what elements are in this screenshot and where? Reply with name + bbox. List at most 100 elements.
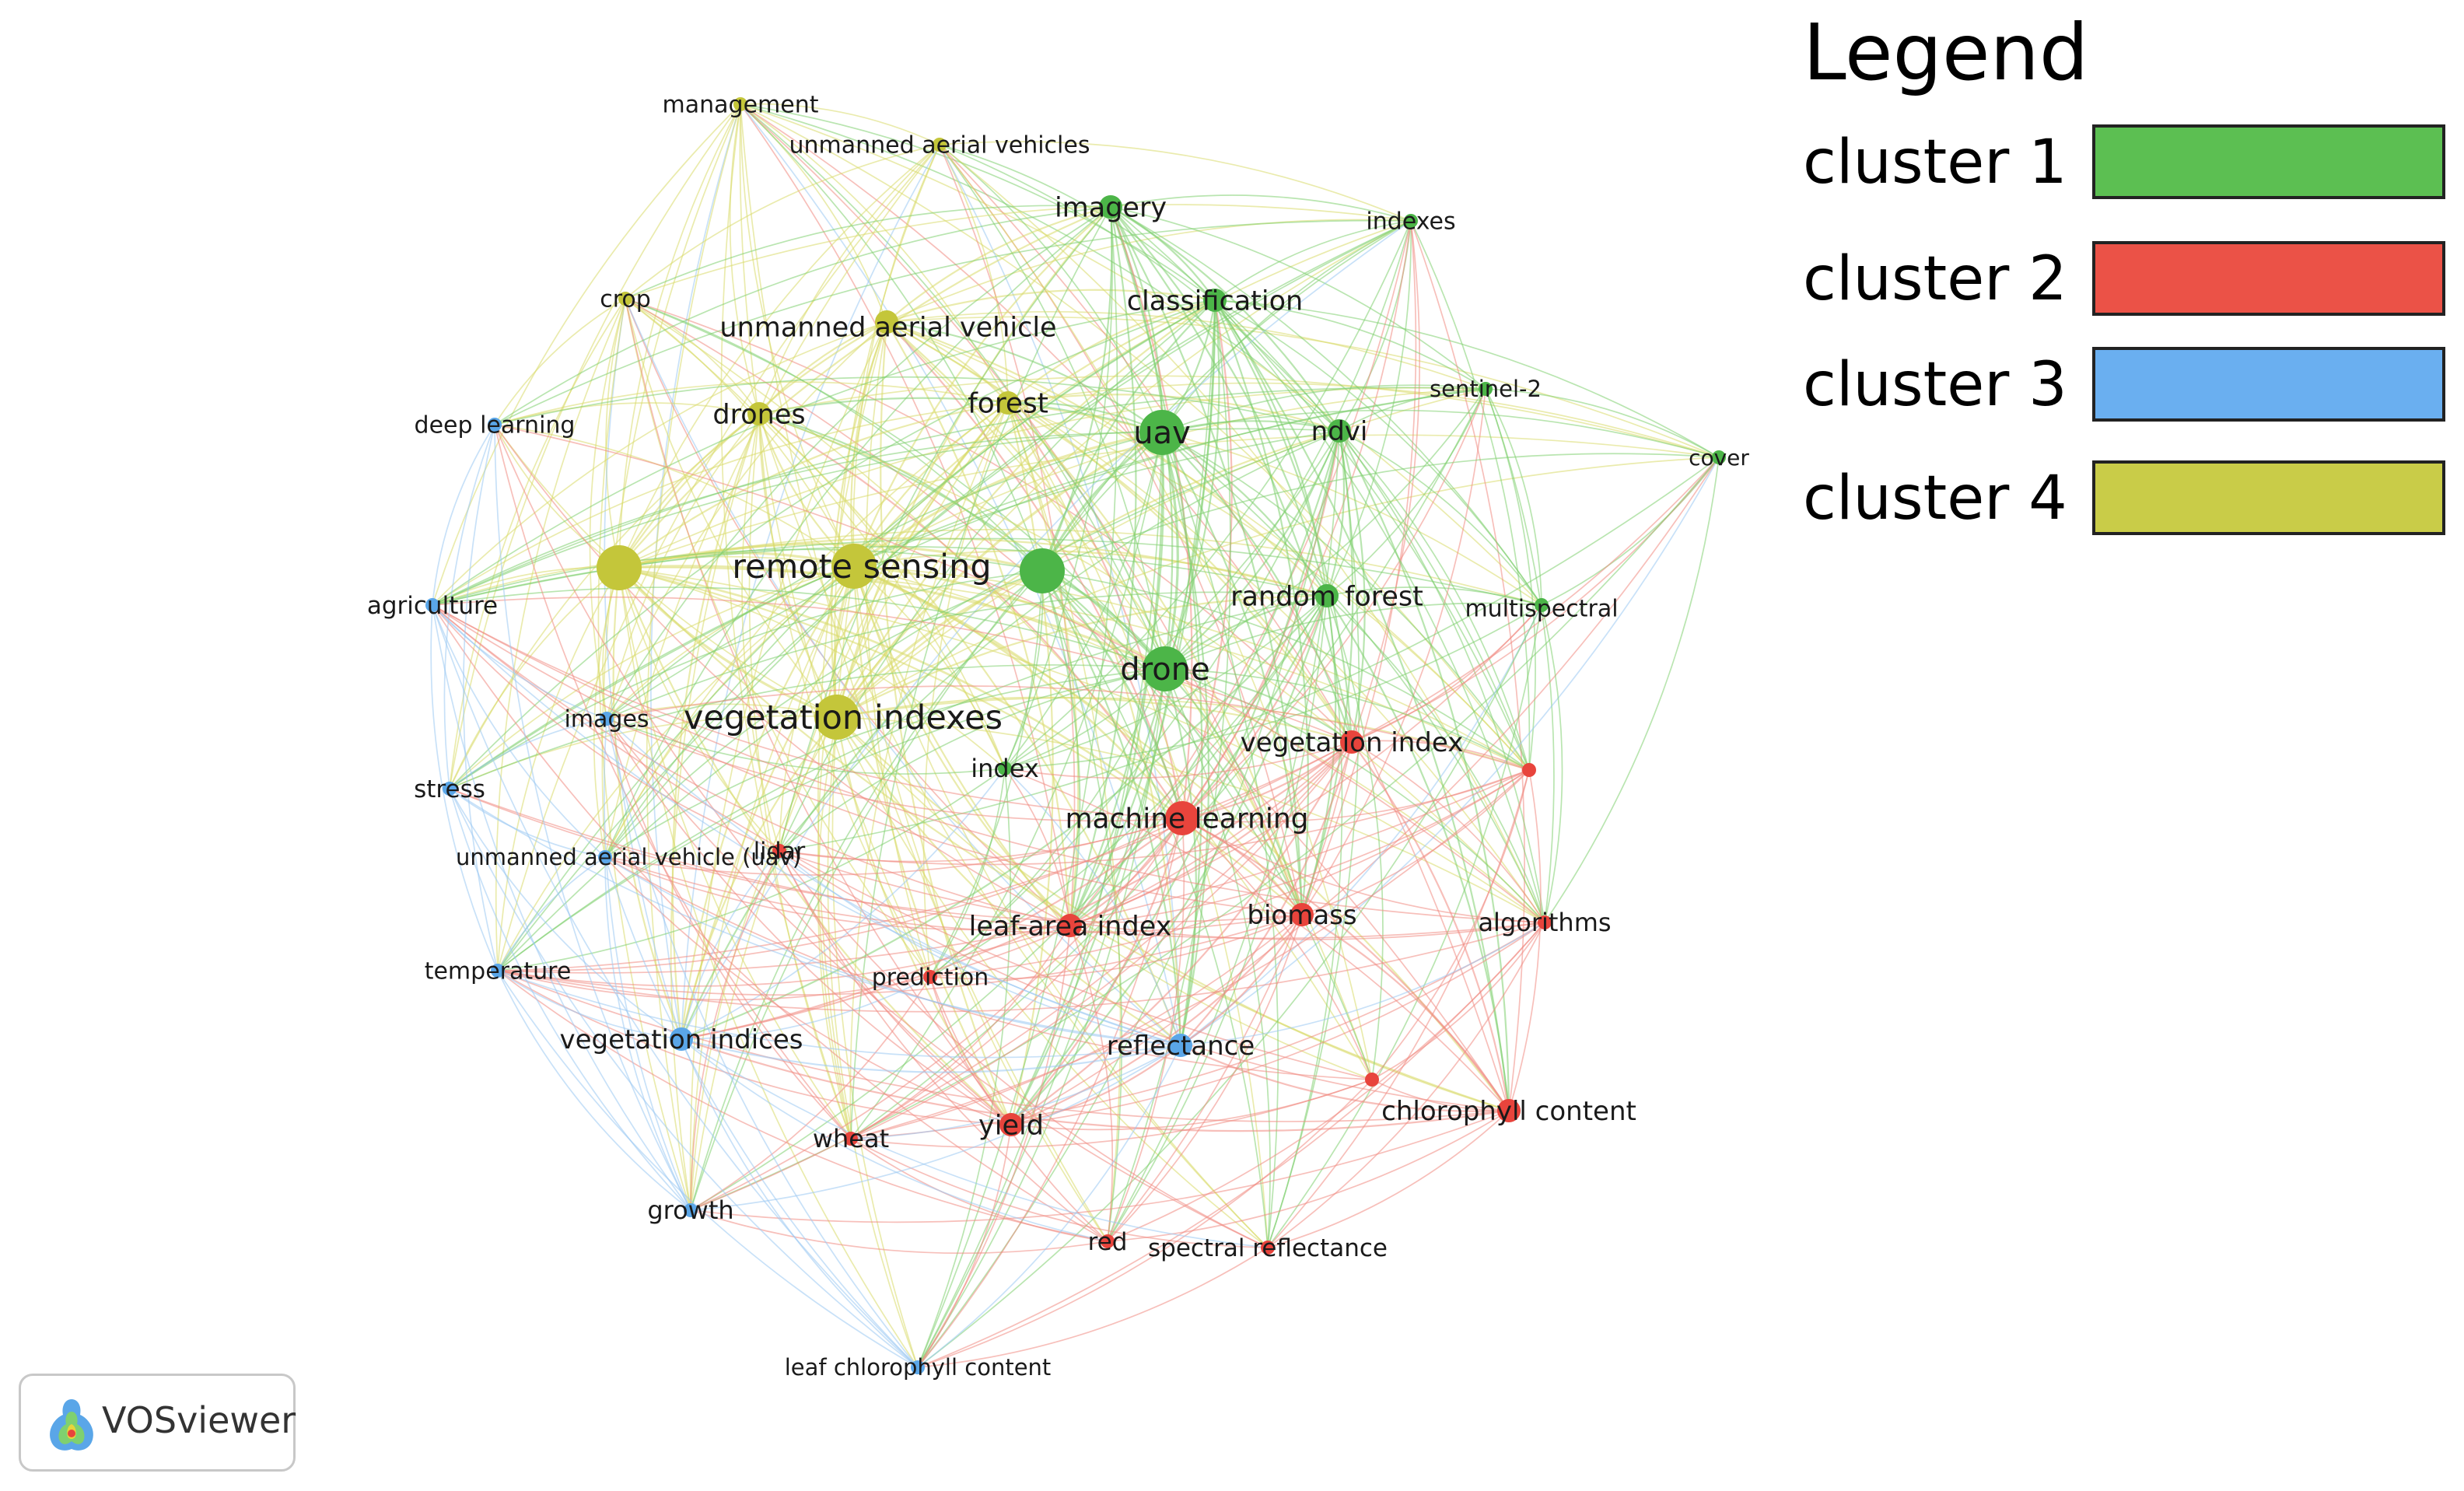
node-unmanned-aerial-vehicles[interactable] xyxy=(933,138,947,152)
network-edge xyxy=(865,321,931,978)
node-chlorophyll-content[interactable] xyxy=(1497,1099,1521,1122)
network-edge xyxy=(779,206,1111,852)
node-stress[interactable] xyxy=(443,782,457,796)
node-growth[interactable] xyxy=(684,1203,698,1217)
network-edge xyxy=(494,376,1340,432)
node-label-leaf-chlorophyll-content: leaf chlorophyll content xyxy=(785,1354,1052,1381)
network-edge xyxy=(1164,388,1486,670)
node-uav[interactable] xyxy=(1139,410,1185,455)
network-edge xyxy=(1544,457,1720,923)
network-edge xyxy=(850,1138,1108,1242)
network-edge xyxy=(729,103,760,415)
legend-item-cluster-1: cluster 1 xyxy=(1803,124,2456,205)
network-edge xyxy=(779,430,1340,852)
node-prediction[interactable] xyxy=(923,970,937,984)
node-management[interactable] xyxy=(733,97,747,111)
node-reflectance[interactable] xyxy=(1169,1034,1192,1057)
node-wheat[interactable] xyxy=(844,1132,858,1146)
node-red[interactable] xyxy=(1101,1234,1115,1248)
node-imagery[interactable] xyxy=(1099,195,1122,219)
network-edge xyxy=(1181,817,1545,923)
network-edge xyxy=(917,1247,1269,1368)
network-edge xyxy=(432,299,1216,606)
network-edge xyxy=(1004,668,1166,769)
node-label-stress: stress xyxy=(414,775,485,803)
node-classification[interactable] xyxy=(1203,289,1227,312)
network-edge xyxy=(939,144,1340,432)
node-label-reflectance: reflectance xyxy=(1107,1031,1255,1062)
network-edge xyxy=(836,457,1720,718)
node-multispectral[interactable] xyxy=(1535,598,1549,612)
network-edge xyxy=(1007,299,1216,404)
network-edge xyxy=(1180,922,1545,1046)
node-leaf-area-index[interactable] xyxy=(1059,914,1082,937)
network-edge xyxy=(604,856,1303,933)
node-unlabeled-16[interactable] xyxy=(1020,548,1065,593)
node-label-wheat: wheat xyxy=(813,1124,889,1153)
node-random-forest[interactable] xyxy=(1315,584,1339,607)
network-edge xyxy=(432,424,495,606)
node-unlabeled-6[interactable] xyxy=(597,545,642,590)
node-ndvi[interactable] xyxy=(1328,419,1351,443)
node-machine-learning[interactable] xyxy=(1165,801,1199,835)
node-yield[interactable] xyxy=(999,1113,1023,1136)
network-edge xyxy=(1180,457,1720,1046)
node-lidar[interactable] xyxy=(772,844,786,858)
node-remote-sensing[interactable] xyxy=(831,544,877,589)
network-edge xyxy=(495,298,626,971)
node-sentinel-2[interactable] xyxy=(1479,382,1493,396)
network-edge xyxy=(432,604,691,1211)
node-vegetation-index[interactable] xyxy=(1340,730,1363,754)
network-edge xyxy=(1161,384,1486,433)
network-edge xyxy=(494,219,1412,425)
network-edge xyxy=(1214,299,1542,606)
node-drones[interactable] xyxy=(747,402,771,425)
node-indexes[interactable] xyxy=(1404,214,1418,228)
network-edge xyxy=(835,431,1163,718)
node-agriculture[interactable] xyxy=(425,598,439,612)
node-index[interactable] xyxy=(998,761,1012,775)
node-vegetation-indexes[interactable] xyxy=(814,695,859,740)
node-deep-learning[interactable] xyxy=(488,418,502,432)
network-edge xyxy=(1339,430,1545,923)
node-unmanned-aerial-vehicle[interactable] xyxy=(875,310,898,334)
network-edge xyxy=(449,788,1545,940)
node-label-vegetation-index: vegetation index xyxy=(1241,727,1464,758)
node-temperature[interactable] xyxy=(491,964,505,978)
node-cover[interactable] xyxy=(1712,450,1726,464)
node-algorithms[interactable] xyxy=(1538,915,1552,929)
node-crop[interactable] xyxy=(618,292,632,306)
node-label-leaf-area-index: leaf-area index xyxy=(969,911,1172,942)
network-edge xyxy=(929,768,1006,978)
network-edge xyxy=(917,206,1118,1368)
node-unmanned-aerial-vehicle-uav[interactable] xyxy=(598,850,612,864)
node-images[interactable] xyxy=(600,712,614,726)
network-edge xyxy=(1041,220,1412,572)
node-spectral-reflectance[interactable] xyxy=(1261,1241,1275,1255)
legend-item-cluster-4: cluster 4 xyxy=(1803,460,2456,541)
network-edge xyxy=(1164,668,1304,915)
node-unlabeled-29[interactable] xyxy=(1365,1073,1379,1087)
network-edge xyxy=(827,716,919,1368)
node-biomass[interactable] xyxy=(1290,903,1314,926)
node-vegetation-indices[interactable] xyxy=(670,1027,693,1051)
vosviewer-badge[interactable]: VOSviewer xyxy=(19,1374,296,1472)
network-edge xyxy=(494,424,620,569)
network-edge xyxy=(497,970,1510,1122)
network-edge xyxy=(1110,206,1340,432)
node-leaf-chlorophyll-content[interactable] xyxy=(911,1360,925,1374)
network-edge xyxy=(606,718,1183,822)
network-edge xyxy=(740,103,1071,926)
network-edge xyxy=(939,144,1181,1046)
node-forest[interactable] xyxy=(996,391,1020,415)
network-edge xyxy=(432,604,1303,915)
node-drone[interactable] xyxy=(1143,646,1188,691)
network-edge xyxy=(604,299,1216,858)
network-edge xyxy=(494,424,855,567)
node-label-agriculture: agriculture xyxy=(367,592,498,620)
node-unlabeled-22[interactable] xyxy=(1522,763,1536,777)
network-edge xyxy=(606,718,852,1139)
network-edge xyxy=(1004,595,1328,769)
network-edge xyxy=(605,298,626,569)
network-edge xyxy=(497,970,691,1211)
